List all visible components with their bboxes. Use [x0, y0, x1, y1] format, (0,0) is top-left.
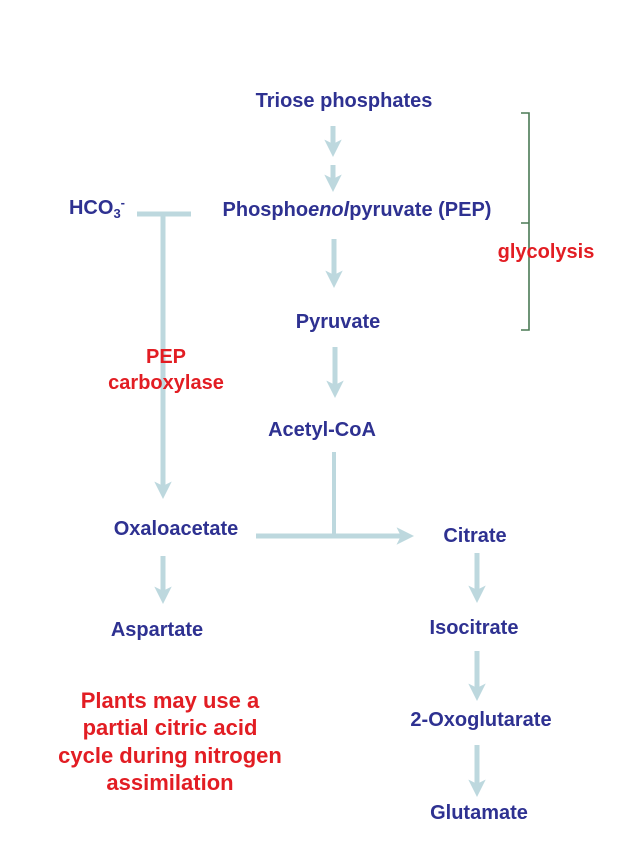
node-isocitrate: Isocitrate	[429, 617, 519, 639]
node-citrate: Citrate	[443, 525, 507, 547]
note-line2: partial citric acid	[82, 715, 258, 741]
node-pyruvate: Pyruvate	[295, 311, 381, 333]
glycolysis-label: glycolysis	[497, 241, 595, 263]
node-glutamate: Glutamate	[430, 802, 528, 824]
node-phosphoenolpyruvate: Phosphoenolpyruvate (PEP)	[223, 199, 492, 222]
note-line1: Plants may use a	[80, 688, 260, 713]
pep-carboxylase-line1: PEP	[145, 346, 187, 368]
node-triose-phosphates: Triose phosphates	[255, 90, 433, 112]
pep-prefix: Phospho	[222, 199, 309, 221]
note-line3: cycle during nitrogen	[58, 742, 282, 768]
glycolysis-bracket	[521, 112, 530, 331]
node-hco3: HCO3-	[68, 195, 126, 222]
hco3-subscript: 3	[113, 206, 121, 221]
node-acetyl-coa: Acetyl-CoA	[268, 419, 376, 441]
pep-carboxylase-line2: carboxylase	[108, 372, 224, 394]
hco3-superscript: -	[120, 195, 126, 210]
node-aspartate: Aspartate	[110, 619, 204, 641]
enzyme-pep-carboxylase: PEP carboxylase	[108, 344, 224, 396]
pep-suffix: pyruvate (PEP)	[349, 199, 492, 221]
node-2-oxoglutarate: 2-Oxoglutarate	[410, 709, 552, 731]
note-line4: assimilation	[106, 769, 234, 795]
hco3-base: HCO	[68, 197, 114, 219]
node-oxaloacetate: Oxaloacetate	[113, 518, 239, 540]
pep-enol-italic: enol	[308, 199, 350, 221]
